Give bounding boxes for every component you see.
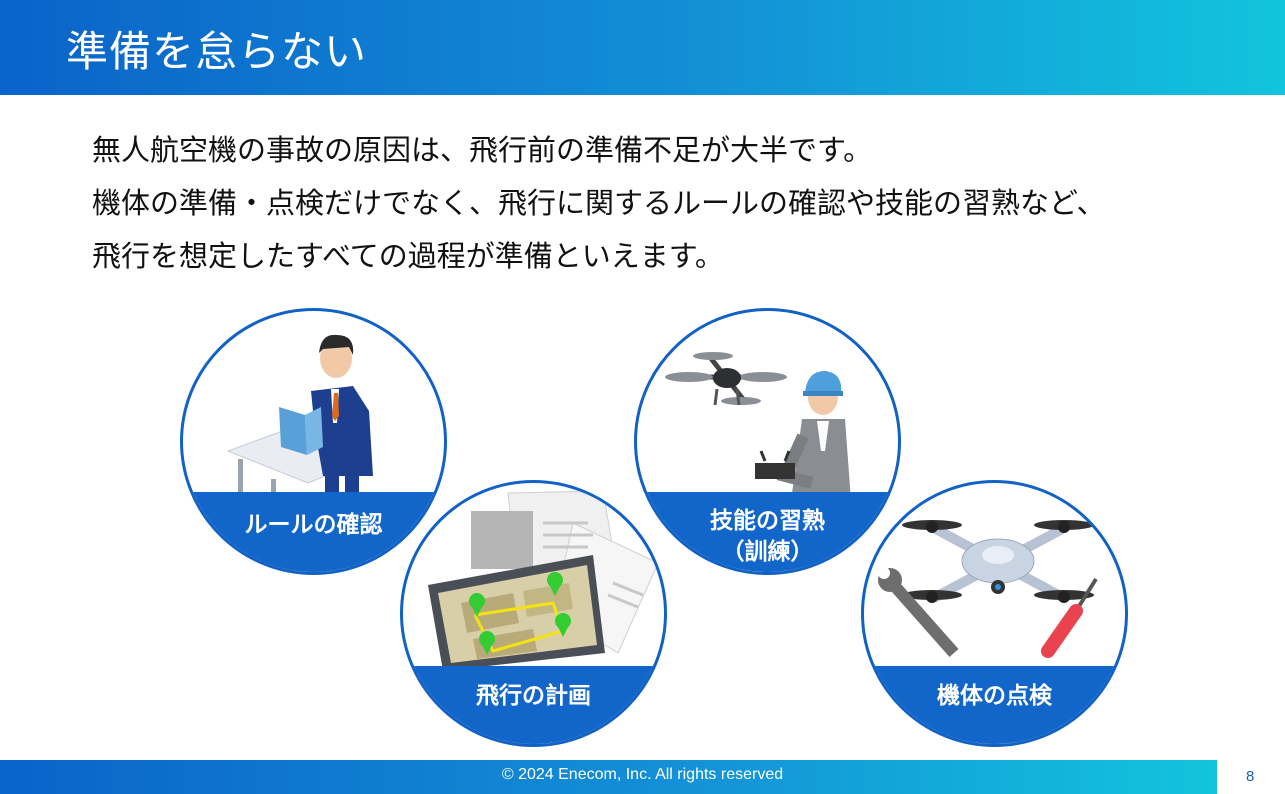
circle-inspect-band xyxy=(864,666,1125,744)
body-line-1: 無人航空機の事故の原因は、飛行前の準備不足が大半です。 xyxy=(92,133,873,167)
circle-plan-band xyxy=(403,666,664,744)
drone-tools-illustration xyxy=(878,520,1098,658)
body-text: 無人航空機の事故の原因は、飛行前の準備不足が大半です。 機体の準備・点検だけでな… xyxy=(92,124,1262,283)
title-bar xyxy=(0,0,1285,95)
body-line-3: 飛行を想定したすべての過程が準備といえます。 xyxy=(92,239,724,273)
circle-inspect-label: 機体の点検 xyxy=(937,683,1052,709)
circle-skill-label-1: 技能の習熟 xyxy=(710,508,825,534)
footer-copyright: © 2024 Enecom, Inc. All rights reserved xyxy=(501,766,784,783)
page-number: 8 xyxy=(1246,768,1255,785)
circle-skill-band xyxy=(637,492,898,572)
circle-plan-label: 飛行の計画 xyxy=(476,683,591,709)
footer-bar xyxy=(0,760,1217,794)
body-line-2: 機体の準備・点検だけでなく、飛行に関するルールの確認や技能の習熟など、 xyxy=(92,186,1106,220)
slide-title: 準備を怠らない xyxy=(66,27,368,76)
drone-pilot-illustration xyxy=(665,352,851,501)
circle-rules-band xyxy=(183,492,444,572)
circle-skill-label-2: （訓練） xyxy=(721,539,814,565)
circle-skill-training: 技能の習熟 （訓練） xyxy=(634,308,901,575)
flight-map-illustration xyxy=(428,490,659,671)
circle-rules-check: ルールの確認 xyxy=(180,308,447,575)
circle-rules-label: ルールの確認 xyxy=(244,512,383,538)
circle-flight-plan: 飛行の計画 xyxy=(400,480,667,747)
circle-airframe-inspection: 機体の点検 xyxy=(861,480,1128,747)
